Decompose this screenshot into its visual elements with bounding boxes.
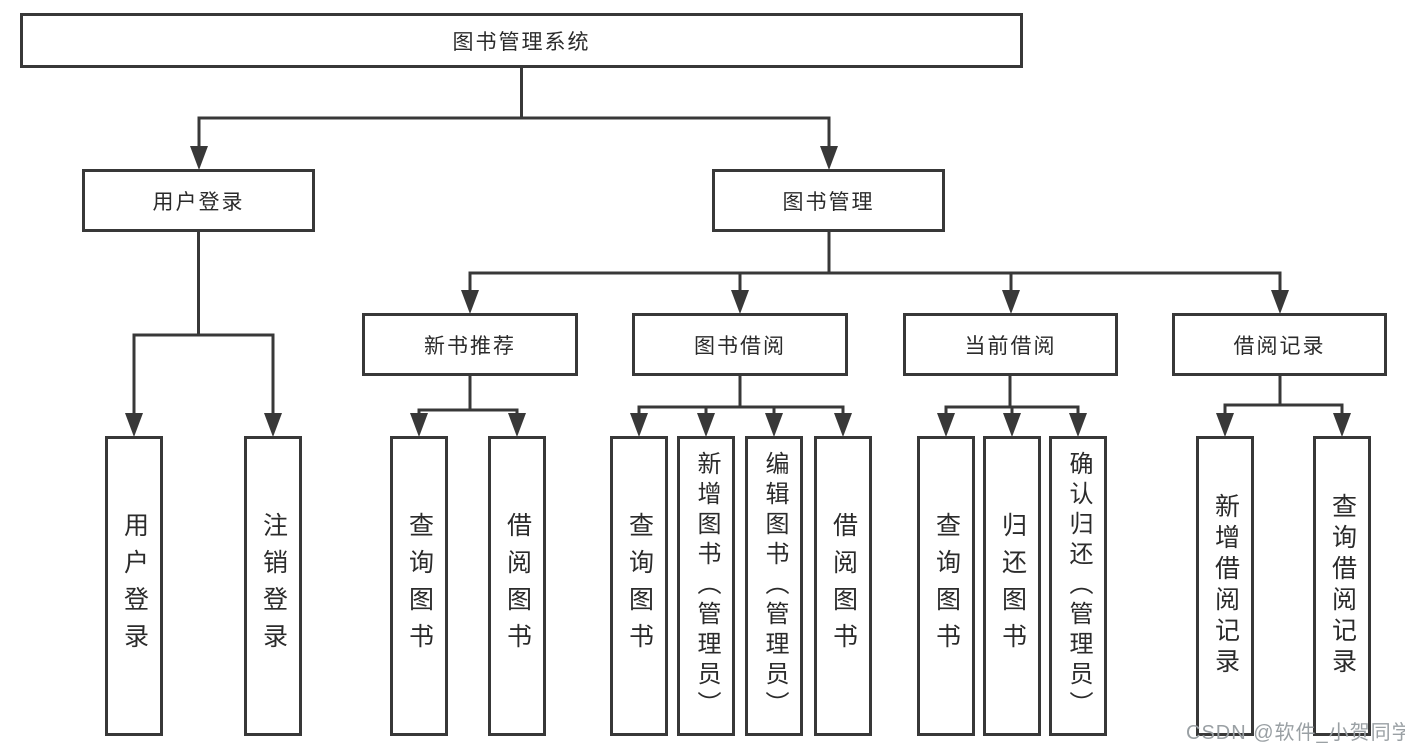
leaf-borrow-books-recommend: 借阅图书 xyxy=(488,436,546,736)
leaf-edit-book-admin: 编辑图书（管理员） xyxy=(745,436,803,736)
leaf-add-borrow-record: 新增借阅记录 xyxy=(1196,436,1254,736)
node-current-borrowing: 当前借阅 xyxy=(903,313,1118,376)
node-new-book-recommendation: 新书推荐 xyxy=(362,313,578,376)
node-book-management: 图书管理 xyxy=(712,169,945,232)
leaf-query-books-borrowing: 查询图书 xyxy=(610,436,668,736)
leaf-return-book: 归还图书 xyxy=(983,436,1041,736)
csdn-watermark: CSDN @软件_小贺同学 xyxy=(1186,722,1405,744)
leaf-confirm-return-admin: 确认归还（管理员） xyxy=(1049,436,1107,736)
leaf-add-book-admin: 新增图书（管理员） xyxy=(677,436,735,736)
arrowheads xyxy=(125,146,1351,437)
leaf-user-login: 用户登录 xyxy=(105,436,163,736)
node-borrowing-records: 借阅记录 xyxy=(1172,313,1387,376)
node-user-login: 用户登录 xyxy=(82,169,315,232)
node-book-borrowing: 图书借阅 xyxy=(632,313,848,376)
leaf-query-books-recommend: 查询图书 xyxy=(390,436,448,736)
leaf-borrow-books-borrowing: 借阅图书 xyxy=(814,436,872,736)
leaf-query-books-current: 查询图书 xyxy=(917,436,975,736)
node-library-system: 图书管理系统 xyxy=(20,13,1023,68)
leaf-query-borrow-record: 查询借阅记录 xyxy=(1313,436,1371,736)
leaf-logout-login: 注销登录 xyxy=(244,436,302,736)
